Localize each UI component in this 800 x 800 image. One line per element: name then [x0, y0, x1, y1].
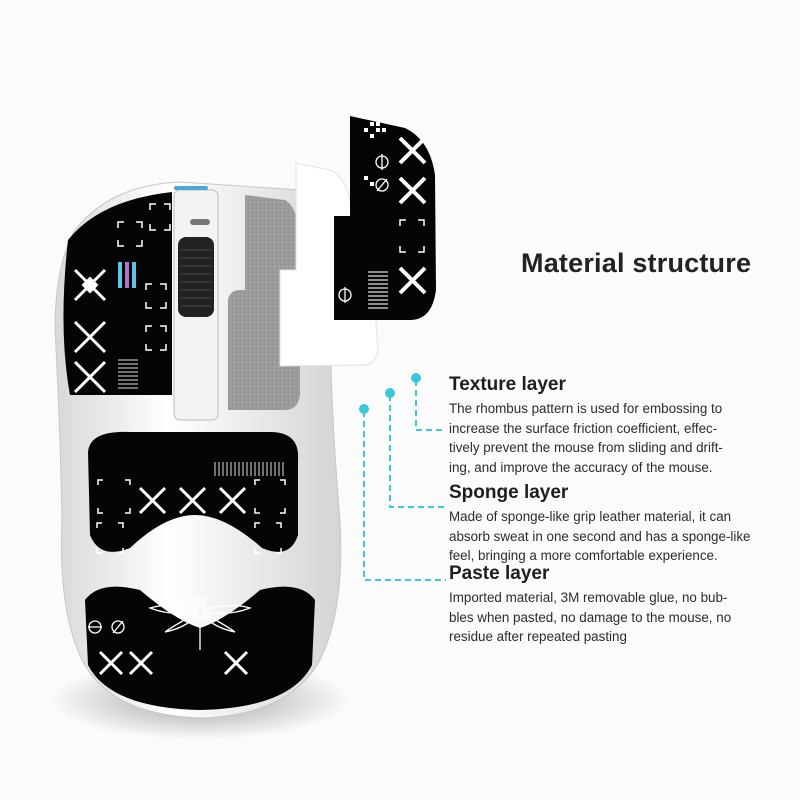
wheel-light	[174, 186, 208, 190]
dragonfly-logo-icon	[148, 596, 252, 650]
barcode-lines-icon	[118, 359, 138, 389]
barcode-lines-icon	[368, 271, 388, 309]
skin-middle-panel	[88, 431, 299, 552]
rhombus-cross-icon	[81, 276, 99, 294]
layer-title: Texture layer	[449, 374, 566, 395]
layer-description: Made of sponge-like grip leather materia…	[449, 509, 751, 563]
layer-description: The rhombus pattern is used for embossin…	[449, 401, 723, 475]
page-title: Material structure	[521, 248, 752, 278]
rhombus-pattern-icon	[364, 122, 386, 186]
mouse-illustration	[50, 116, 436, 740]
circle-slash-icon	[88, 620, 125, 634]
layer-title: Sponge layer	[449, 482, 569, 503]
holo-stripes-icon	[118, 262, 136, 288]
circle-slash-icon	[338, 154, 389, 303]
corner-bracket-icon	[96, 479, 286, 554]
paste-layer-callout: Paste layer Imported material, 3M remova…	[449, 563, 800, 647]
dpi-button	[190, 219, 210, 225]
mouse-svg	[50, 116, 436, 740]
texture-layer-panel	[334, 116, 436, 320]
x-cross-icon	[138, 486, 247, 515]
sponge-layer-callout: Sponge layer Made of sponge-like grip le…	[449, 482, 800, 566]
corner-bracket-icon	[399, 219, 425, 253]
texture-layer-callout: Texture layer The rhombus pattern is use…	[449, 374, 800, 477]
layer-title: Paste layer	[449, 563, 550, 584]
skin-left-panel	[63, 192, 172, 395]
layer-description: Imported material, 3M removable glue, no…	[449, 590, 732, 644]
x-cross-icon	[98, 650, 249, 676]
x-cross-icon	[398, 136, 427, 295]
corner-bracket-icon	[117, 203, 171, 351]
barcode-lines-icon	[214, 462, 284, 476]
scroll-wheel	[178, 237, 214, 317]
